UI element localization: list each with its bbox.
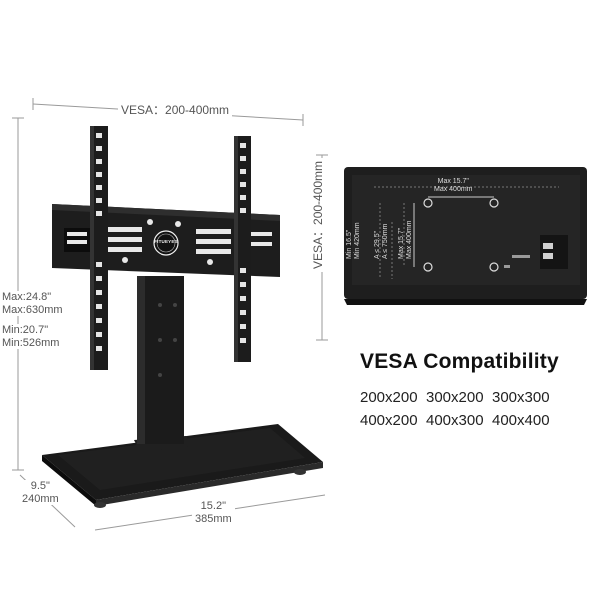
depth-label: 9.5" 240mm	[22, 480, 59, 506]
depth-mm: 240mm	[22, 492, 59, 505]
compatibility-heading: VESA Compatibility	[360, 350, 559, 373]
max-height-mm: Max:630mm	[2, 303, 63, 316]
tv-max-height-in: Max 15.7"	[398, 227, 405, 259]
tv-max-width-mm: Max 400mm	[434, 185, 473, 193]
tv-back-graphic	[344, 167, 587, 305]
tv-min-height-label: Min 16.5" Min 420mm	[346, 222, 361, 259]
brand-badge-text: FITUEYES	[154, 239, 178, 244]
min-height-label: Min:20.7" Min:526mm	[2, 324, 60, 350]
tv-min-height-mm: Min 420mm	[353, 222, 361, 259]
tv-max-width-label: Max 15.7" Max 400mm	[434, 178, 473, 193]
left-mount-arm	[90, 126, 108, 370]
right-vesa-label: VESA：200-400mm	[311, 157, 326, 272]
vesa-size-item: 400x400	[492, 412, 550, 429]
tv-a-in: A ≤ 29.5"	[374, 230, 381, 259]
depth-in: 9.5"	[30, 480, 50, 492]
tv-max-height-label: Max 15.7" Max 400mm	[398, 220, 413, 259]
width-label: 15.2" 385mm	[192, 500, 235, 526]
min-height-mm: Min:526mm	[2, 336, 60, 349]
top-width-label: VESA：200-400mm	[118, 103, 233, 118]
width-mm: 385mm	[195, 512, 232, 525]
stand-base	[42, 424, 323, 508]
vesa-size-item: 200x200	[360, 389, 418, 406]
vesa-size-list: 200x200 300x200 300x300 400x200 400x300 400x4…	[360, 386, 570, 432]
width-in: 15.2"	[200, 500, 226, 512]
min-height-in: Min:20.7"	[2, 324, 49, 336]
tv-back-panel: Max 15.7" Max 400mm Min 16.5" Min 420mm …	[344, 167, 587, 305]
tv-max-width-in: Max 15.7"	[437, 178, 469, 185]
vesa-size-item: 300x300	[492, 389, 550, 406]
tv-a-mm: A ≤ 750mm	[381, 223, 389, 259]
tv-min-height-in: Min 16.5"	[346, 229, 353, 259]
tv-max-height-mm: Max 400mm	[405, 220, 413, 259]
vesa-size-item: 400x200	[360, 412, 418, 429]
right-mount-arm	[234, 136, 251, 362]
max-height-in: Max:24.8"	[2, 291, 52, 303]
tv-a-label: A ≤ 29.5" A ≤ 750mm	[374, 224, 389, 259]
brand-badge	[153, 230, 179, 256]
vesa-size-item: 400x300	[426, 412, 484, 429]
vesa-size-item: 300x200	[426, 389, 484, 406]
max-height-label: Max:24.8" Max:630mm	[2, 291, 63, 317]
stand-column	[134, 276, 192, 452]
